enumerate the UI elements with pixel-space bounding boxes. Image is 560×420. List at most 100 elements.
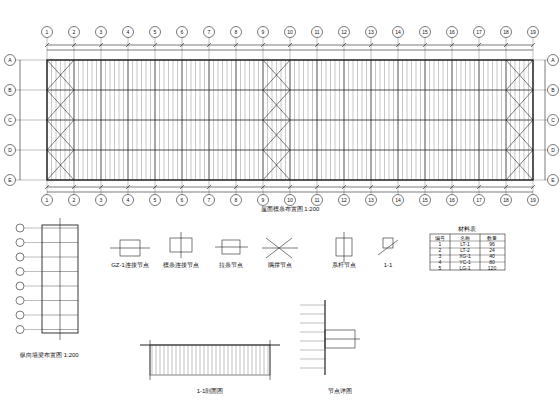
axis-number: 14 [393,198,403,203]
member-line [369,43,373,47]
member-line [47,150,74,180]
axis-bubble [474,27,485,38]
drawing-caption: 系杆节点 [332,262,356,268]
member-line [156,346,157,374]
member-line [300,305,325,306]
axis-bubble [312,195,323,206]
member-line [506,90,533,120]
member-line [506,150,533,180]
member-line [288,43,292,47]
axis-bubble [96,195,107,206]
axis-bubble [548,55,559,66]
axis-number: 4 [123,198,133,203]
axis-number: B [5,88,15,93]
axis-bubble [528,195,539,206]
axis-bubble [96,27,107,38]
drawing-caption: 檩条连接节点 [163,262,199,268]
member-line [232,346,233,374]
member-line [300,350,325,351]
axis-bubble [177,195,188,206]
member-line [300,368,325,369]
member-line [220,346,221,374]
table-cell: 1 [439,242,442,247]
member-line [263,90,290,120]
axis-number: 1 [42,30,52,35]
member-line [263,60,290,90]
axis-number: B [548,88,558,93]
member-line [47,60,74,90]
drawing-caption: 节点详图 [328,388,352,394]
member-line [14,150,47,151]
axis-number: E [5,178,15,183]
axis-bubble [16,253,24,261]
axis-bubble [5,115,16,126]
member-line [531,43,535,47]
table-cell: 4 [439,260,442,265]
member-line [47,120,74,150]
member-line [47,90,74,120]
drawing-caption: 屋面檩条布置图 1:200 [261,206,320,212]
member-line [42,329,78,330]
member-line [212,346,213,374]
axis-bubble [16,311,24,319]
member-line [72,185,76,189]
member-line [252,346,253,374]
drawing-caption: 隅撑节点 [268,262,292,268]
axis-number: 12 [339,30,349,35]
axis-number: 8 [231,30,241,35]
axis-bubble [123,195,134,206]
axis-number: 8 [231,198,241,203]
member-line [261,43,265,47]
axis-bubble [285,195,296,206]
member-line [168,346,169,374]
member-line [160,346,161,374]
member-line [180,346,181,374]
axis-bubble [42,27,53,38]
axis-number: 12 [339,198,349,203]
axis-bubble [42,195,53,206]
member-line [315,43,319,47]
member-line [180,43,184,47]
member-line [506,120,533,150]
axis-number: 18 [501,198,511,203]
member-line [208,346,209,374]
axis-bubble [123,27,134,38]
member-line [99,43,103,47]
member-line [504,185,508,189]
axis-bubble [285,27,296,38]
drawing-caption: GZ-1连接节点 [111,262,149,268]
member-line [248,346,249,374]
axis-number: 17 [474,30,484,35]
member-line [22,257,42,258]
member-line [263,90,290,120]
member-line [42,228,78,229]
member-line [22,271,42,272]
member-line [196,346,197,374]
axis-number: 15 [420,30,430,35]
member-line [172,346,173,374]
axis-number: 15 [420,198,430,203]
axis-bubble [447,27,458,38]
axis-number: 5 [150,198,160,203]
axis-number: 7 [204,30,214,35]
member-line [236,346,237,374]
axis-bubble [5,175,16,186]
member-line [300,341,325,342]
member-line [477,43,481,47]
axis-number: 2 [69,198,79,203]
member-line [263,150,290,180]
member-line [300,332,325,333]
member-line [260,346,261,374]
axis-number: 1 [42,198,52,203]
axis-number: 7 [204,198,214,203]
member-line [263,120,290,150]
member-line [369,185,373,189]
member-line [22,286,42,287]
axis-bubble [231,27,242,38]
axis-bubble [150,27,161,38]
axis-number: A [548,58,558,63]
member-line [450,185,454,189]
member-line [224,346,225,374]
axis-bubble [5,85,16,96]
member-line [207,185,211,189]
